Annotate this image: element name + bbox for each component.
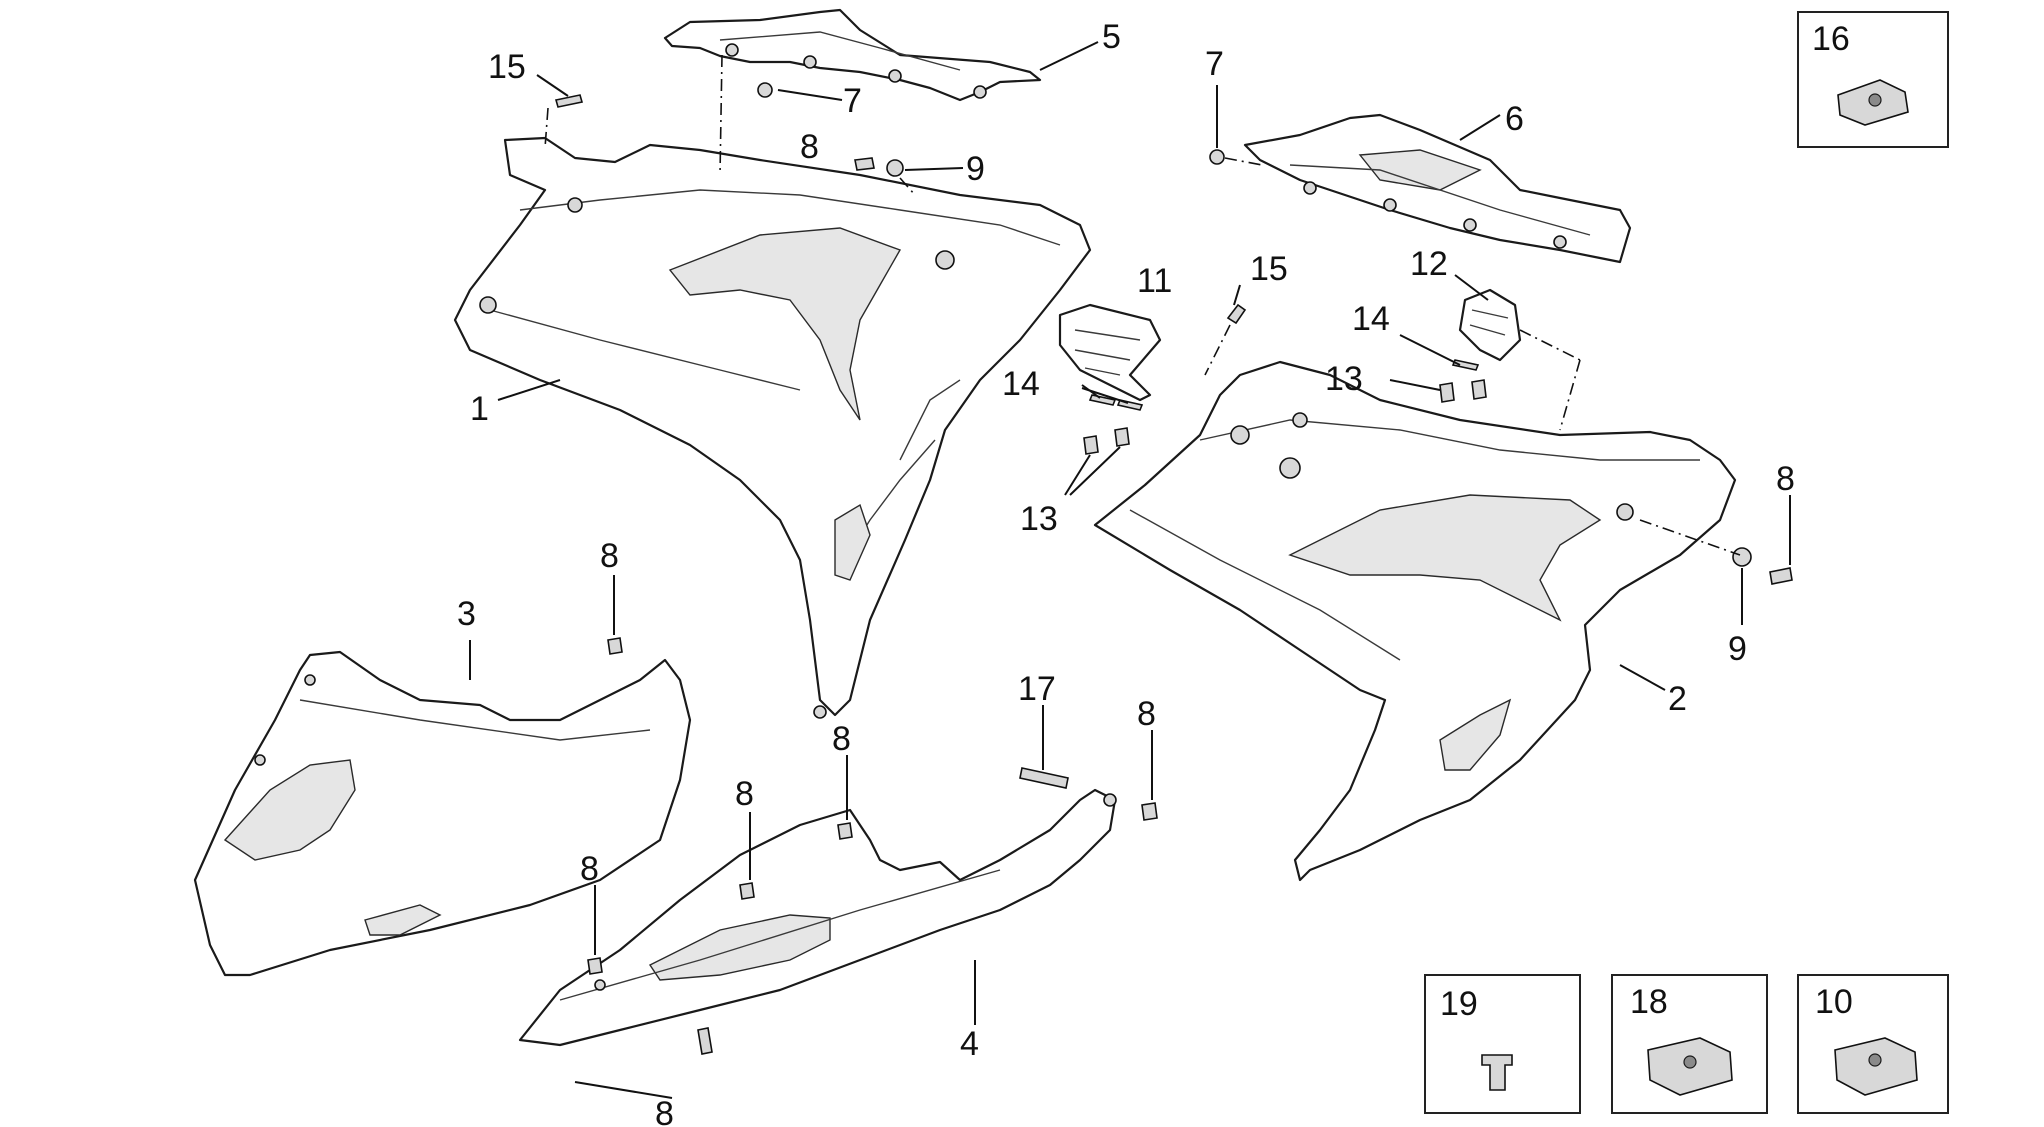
- part-5-upper-bracket: [663, 8, 1042, 102]
- part-2-right-fairing: [1093, 360, 1737, 882]
- callout-5: 5: [1102, 18, 1121, 56]
- callout-labels: 15 5 7 8 9 7 6 11 15 12 14 13 14 13 1 8 …: [457, 18, 1795, 1127]
- callout-8-pan-upper: 8: [832, 720, 851, 758]
- part-11-bracket: [1058, 303, 1162, 402]
- callout-3: 3: [457, 595, 476, 633]
- inset-16: 16: [1797, 11, 1949, 148]
- part-6-right-bracket: [1243, 113, 1632, 264]
- callout-4: 4: [960, 1025, 979, 1063]
- callout-8-pan-lower: 8: [580, 850, 599, 888]
- part-4-belly-pan: [518, 788, 1117, 1047]
- callout-14-left: 14: [1002, 365, 1040, 403]
- callout-8-right: 8: [1776, 460, 1795, 498]
- hardware: [554, 82, 1793, 1055]
- callout-8-pan-mid: 8: [735, 775, 754, 813]
- part-1-left-fairing: [453, 136, 1092, 719]
- inset-16-label: 16: [1812, 20, 1850, 58]
- inset-19-label: 19: [1440, 985, 1478, 1023]
- inset-19: 19: [1424, 974, 1581, 1114]
- callout-9-top: 9: [966, 150, 985, 188]
- leader-lines: [469, 41, 1791, 1099]
- inset-18-label: 18: [1630, 983, 1668, 1021]
- inset-18: 18: [1611, 974, 1768, 1114]
- callout-6: 6: [1505, 100, 1524, 138]
- callout-7-top: 7: [843, 82, 862, 120]
- callout-14-right: 14: [1352, 300, 1390, 338]
- part-12-clip: [1458, 288, 1522, 362]
- callout-11: 11: [1137, 262, 1172, 300]
- callout-1: 1: [470, 390, 489, 428]
- callout-8-rubber: 8: [1137, 695, 1156, 733]
- callout-9-right: 9: [1728, 630, 1747, 668]
- callout-8-top: 8: [800, 128, 819, 166]
- callout-8-cowl: 8: [600, 537, 619, 575]
- callout-13-left: 13: [1020, 500, 1058, 538]
- callout-2: 2: [1668, 680, 1687, 718]
- part-3-front-cowl: [193, 650, 692, 977]
- callout-8-bottom: 8: [655, 1095, 674, 1127]
- callout-15-left: 15: [488, 48, 526, 86]
- callout-15-right: 15: [1250, 250, 1288, 288]
- callout-13-right: 13: [1325, 360, 1363, 398]
- callout-17: 17: [1018, 670, 1056, 708]
- callout-12: 12: [1410, 245, 1448, 283]
- inset-10: 10: [1797, 974, 1949, 1114]
- callout-7-right: 7: [1205, 45, 1224, 83]
- inset-10-label: 10: [1815, 983, 1853, 1021]
